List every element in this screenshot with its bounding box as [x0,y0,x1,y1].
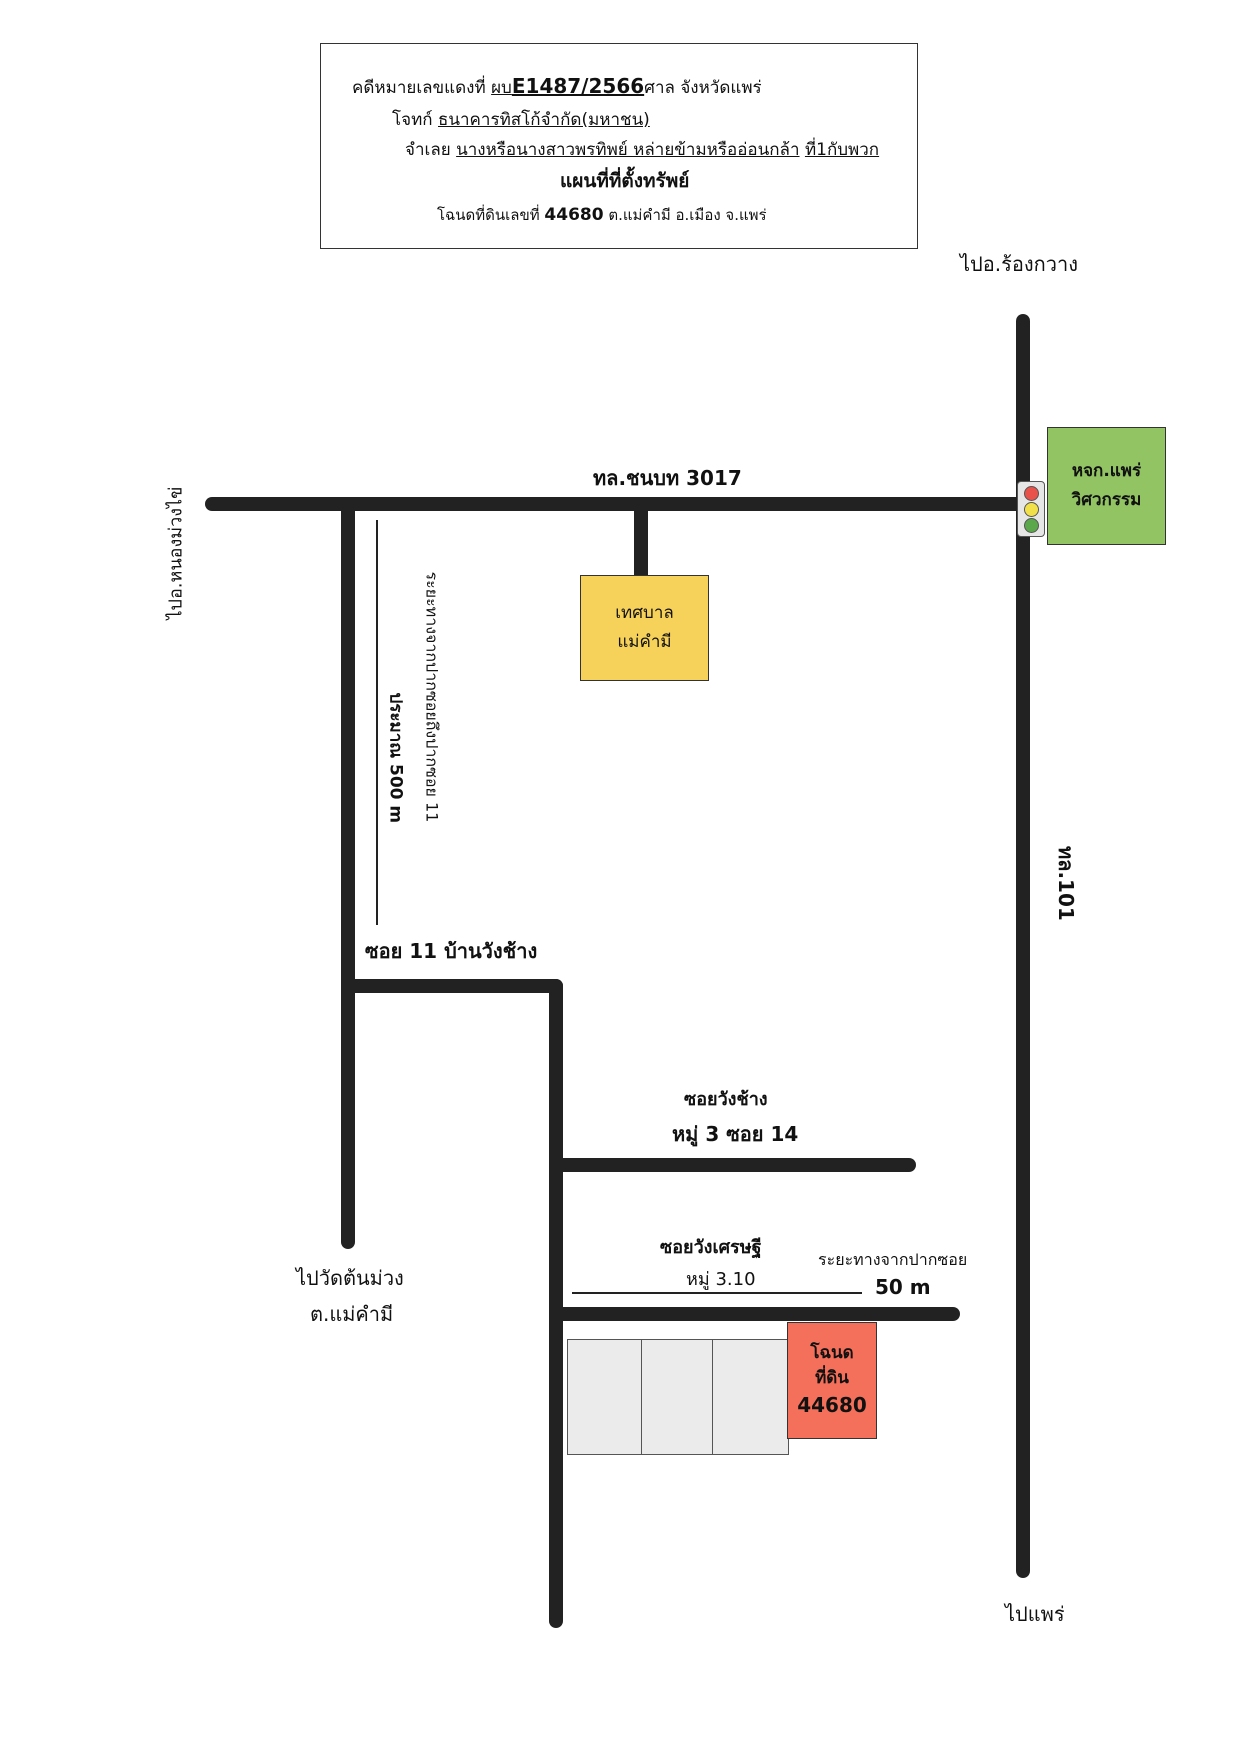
municipality-line1: เทศบาล [615,603,674,624]
label-to-rong-kwang: ไปอ.ร้องกวาง [960,252,1078,276]
defendant-prefix: จำเลย [405,140,451,160]
deed-line3: 44680 [797,1392,867,1417]
label-to-wat-ton-muang-1: ไปวัดต้นม่วง [296,1266,404,1290]
deed-plot-box: โฉนด ที่ดิน 44680 [787,1322,877,1439]
plaintiff: ธนาคารทิสโก้จำกัด(มหาชน) [438,110,650,130]
road-soi-11-south [549,979,563,1628]
label-soi-wang-settee-1: ซอยวังเศรษฐี [660,1237,762,1258]
road-west-soi [341,504,355,1249]
label-soi-wang-chang-1: ซอยวังช้าง [684,1089,768,1110]
traffic-light-green [1024,518,1039,533]
defendant-suffix: ที่1กับพวก [804,140,880,160]
case-line: คดีหมายเลขแดงที่ ผบE1487/2566ศาล จังหวัด… [352,74,762,101]
label-road-3017: ทล.ชนบท 3017 [593,466,742,490]
header-box [320,43,918,249]
road-soi-wang-settee [556,1307,960,1321]
deed-number: 44680 [544,205,604,225]
label-distance-soi-value: 50 m [875,1275,931,1299]
plaintiff-line: โจทก์ ธนาคารทิสโก้จำกัด(มหาชน) [392,106,650,133]
case-number: E1487/2566 [511,74,645,98]
deed-line2: ที่ดิน [815,1368,849,1388]
label-soi-11: ซอย 11 บ้านวังช้าง [365,939,538,963]
label-distance-soi: ระยะทางจากปากซอย [818,1250,968,1269]
label-to-phrae: ไปแพร่ [1005,1602,1065,1626]
road-soi-11 [348,979,563,993]
municipality-line2: แม่คำมี [617,632,672,652]
road-municipality-spur [634,504,648,586]
label-soi-wang-settee-2: หมู่ 3.10 [686,1269,756,1290]
road-soi-wang-chang [556,1158,916,1172]
company-line2: วิศวกรรม [1071,490,1142,510]
road-101 [1016,314,1030,1578]
traffic-light-yellow [1024,502,1039,517]
road-3017 [205,497,1031,511]
traffic-light-red [1024,486,1039,501]
label-soi-wang-chang-2: หมู่ 3 ซอย 14 [672,1122,799,1146]
case-prefix: คดีหมายเลขแดงที่ [352,78,486,98]
municipality-box: เทศบาล แม่คำมี [580,575,709,681]
deed-location: ต.แม่คำมี อ.เมือง จ.แพร่ [608,206,767,224]
company-line1: หจก.แพร่ [1071,461,1142,482]
plaintiff-prefix: โจทก์ [392,110,433,130]
label-road-101: ทล.101 [1054,846,1078,921]
plot-2 [641,1339,714,1455]
deed-prefix: โฉนดที่ดินเลขที่ [437,206,540,224]
deed-line: โฉนดที่ดินเลขที่ 44680 ต.แม่คำมี อ.เมือง… [437,203,767,227]
court: ศาล จังหวัดแพร่ [644,78,762,98]
distance-line-horizontal [572,1292,862,1294]
deed-line1: โฉนด [810,1343,854,1364]
label-to-wat-ton-muang-2: ต.แม่คำมี [310,1302,394,1326]
traffic-light-icon [1017,481,1045,537]
plot-3 [712,1339,789,1455]
distance-line-vertical [376,520,378,925]
label-distance-11-line2: ประมาณ 500 m [385,692,406,824]
defendant-line: จำเลย นางหรือนางสาวพรทิพย์ หล่ายข้ามหรือ… [405,136,879,163]
defendant: นางหรือนางสาวพรทิพย์ หล่ายข้ามหรืออ่อนกล… [456,140,800,160]
company-box: หจก.แพร่ วิศวกรรม [1047,427,1166,545]
map-title: แผนที่ที่ตั้งทรัพย์ [560,170,690,192]
label-to-nong-muang-khai: ไปอ.หนองม่วงไข่ [165,486,187,620]
case-prefix2: ผบ [491,78,512,98]
label-distance-11-line1: ระยะทางจากปากซอยถึงปากซอย 11 [422,571,442,823]
plot-1 [567,1339,643,1455]
